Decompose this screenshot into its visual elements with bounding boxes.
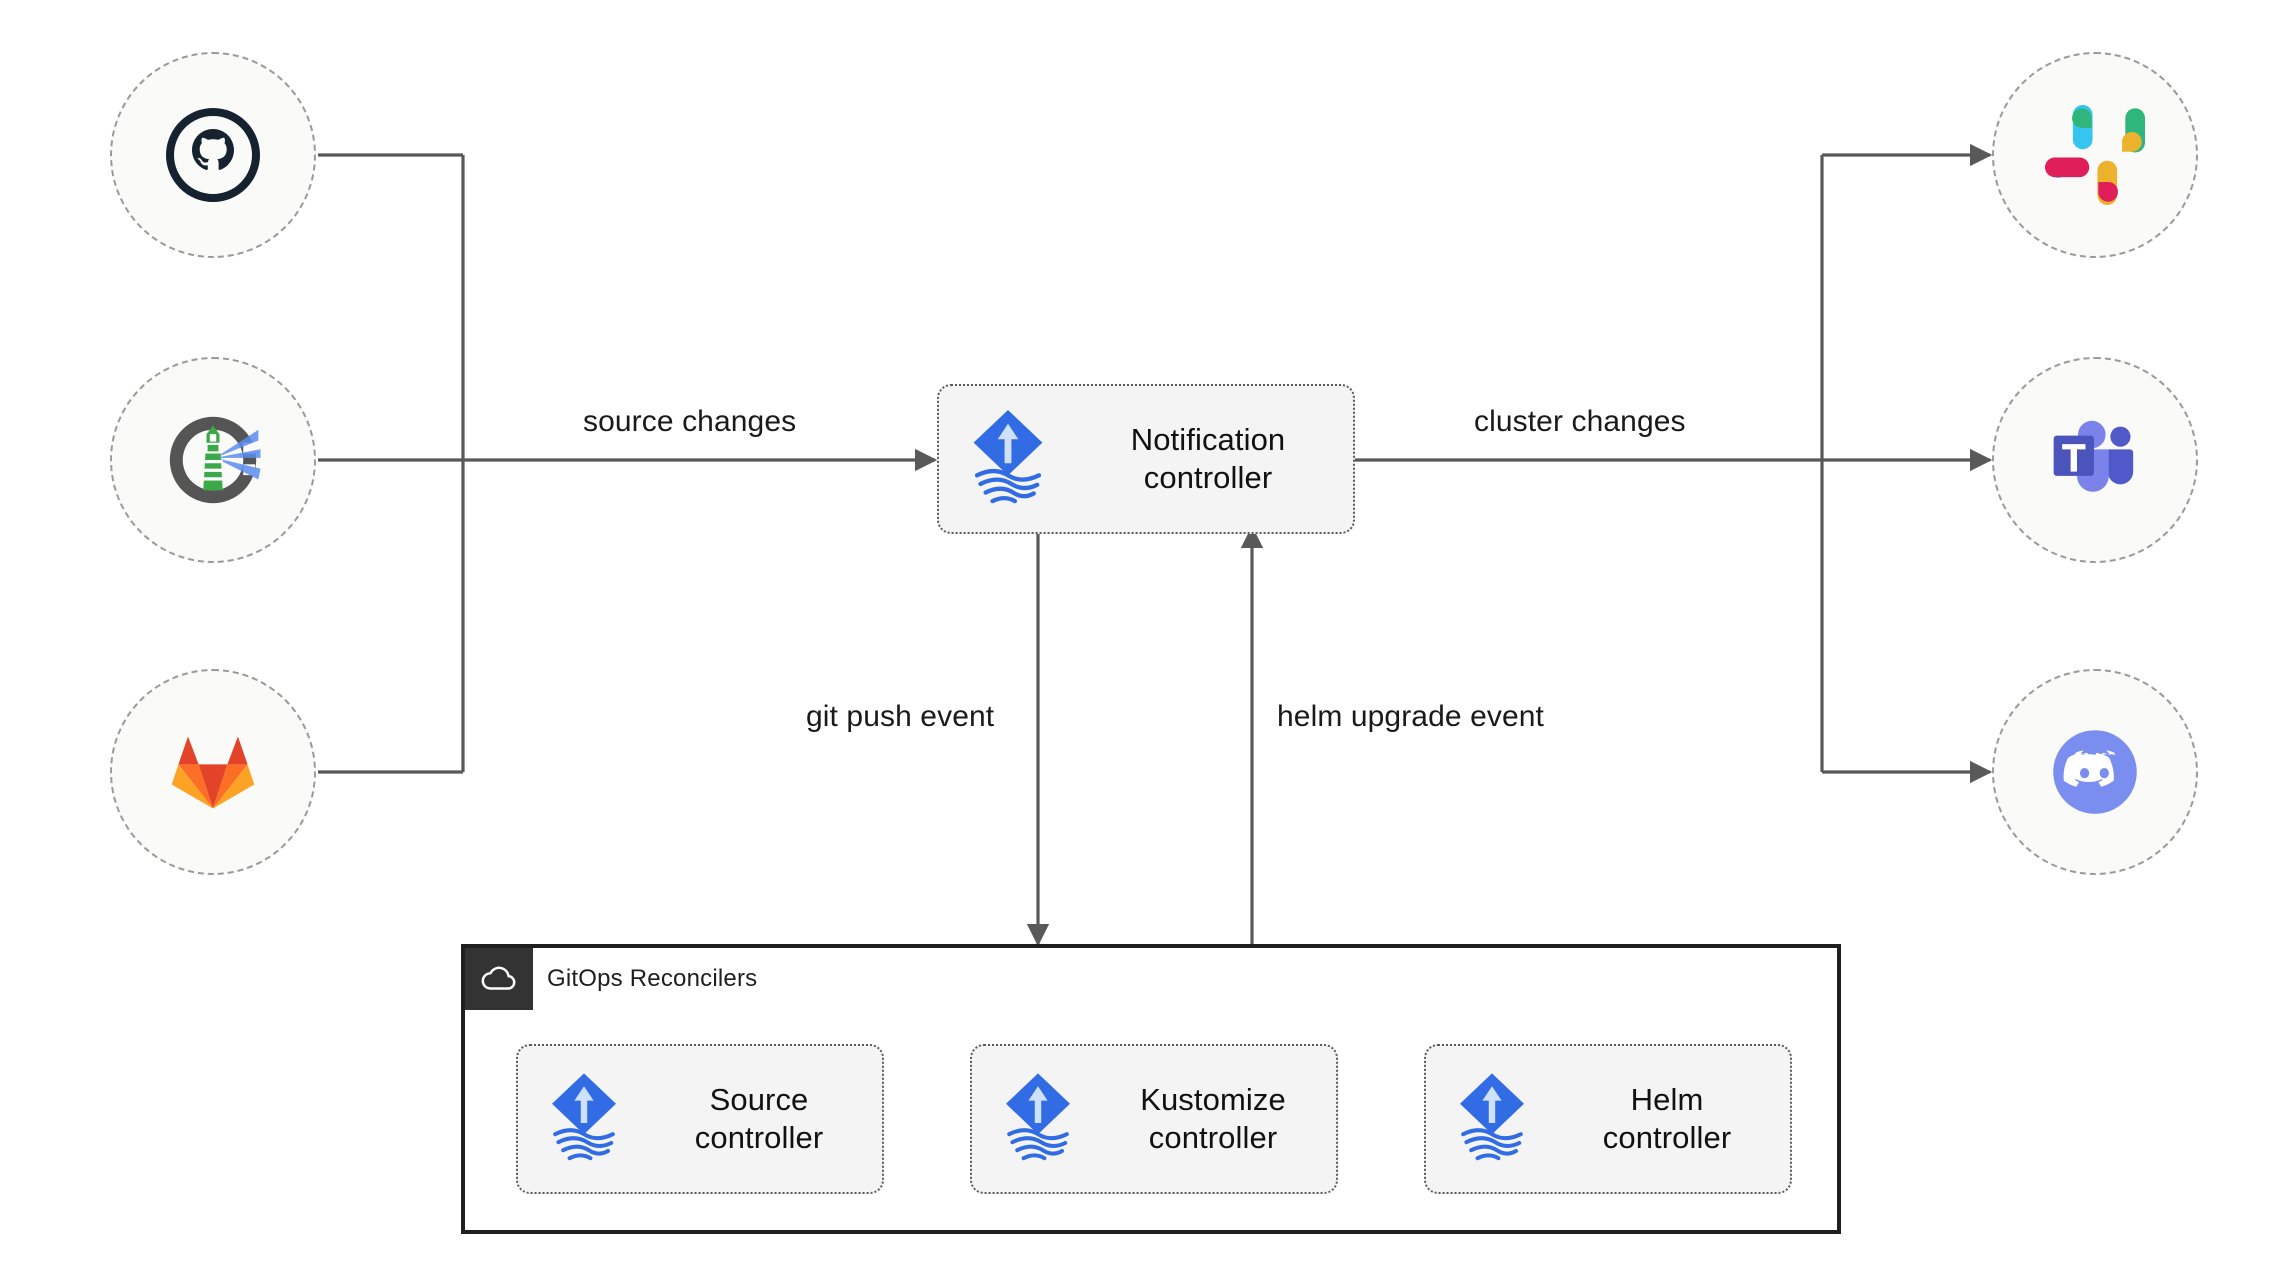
flux-icon (1006, 1073, 1070, 1161)
cloud-icon (481, 966, 516, 990)
gitlab-icon (171, 736, 255, 809)
edge-label-cluster-changes: cluster changes (1474, 405, 1686, 438)
helm-controller-line2: controller (1602, 1120, 1732, 1155)
gitops-container-tab (465, 948, 533, 1010)
destination-node-microsoft-teams[interactable] (1992, 357, 2198, 563)
helm-controller-label: Helm controller (1544, 1081, 1790, 1157)
notification-controller-node[interactable]: Notification controller (937, 384, 1355, 534)
lighthouse-icon (169, 416, 261, 504)
microsoft-teams-icon (2053, 420, 2134, 492)
source-node-github[interactable] (110, 52, 316, 258)
source-controller-line1: Source (709, 1082, 809, 1118)
flux-icon (552, 1073, 616, 1161)
destination-node-discord[interactable] (1992, 669, 2198, 875)
gitops-reconcilers-container: GitOps Reconcilers Source controller (461, 944, 1841, 1234)
edge-label-git-push-event: git push event (806, 700, 995, 733)
source-controller-node[interactable]: Source controller (516, 1044, 884, 1194)
gitops-container-title: GitOps Reconcilers (547, 965, 758, 992)
kustomize-controller-node[interactable]: Kustomize controller (970, 1044, 1338, 1194)
kustomize-controller-line2: controller (1148, 1120, 1278, 1155)
edge-label-helm-upgrade-event: helm upgrade event (1277, 700, 1544, 733)
notification-controller-line1: Notification (1130, 422, 1286, 458)
slack-icon (2045, 105, 2145, 205)
source-controller-line2: controller (694, 1120, 824, 1155)
edge-label-source-changes: source changes (583, 405, 797, 438)
flux-icon (1460, 1073, 1524, 1161)
source-node-flux-lighthouse[interactable] (110, 357, 316, 563)
notification-controller-line2: controller (1143, 460, 1273, 495)
helm-controller-node[interactable]: Helm controller (1424, 1044, 1792, 1194)
kustomize-controller-label: Kustomize controller (1090, 1081, 1336, 1157)
helm-controller-line1: Helm (1630, 1082, 1704, 1118)
notification-controller-label: Notification controller (1063, 421, 1353, 497)
flux-icon (973, 409, 1043, 504)
source-controller-label: Source controller (636, 1081, 882, 1157)
discord-icon (2053, 730, 2137, 814)
github-icon (166, 108, 260, 202)
destination-node-slack[interactable] (1992, 52, 2198, 258)
source-node-gitlab[interactable] (110, 669, 316, 875)
kustomize-controller-line1: Kustomize (1140, 1082, 1286, 1118)
